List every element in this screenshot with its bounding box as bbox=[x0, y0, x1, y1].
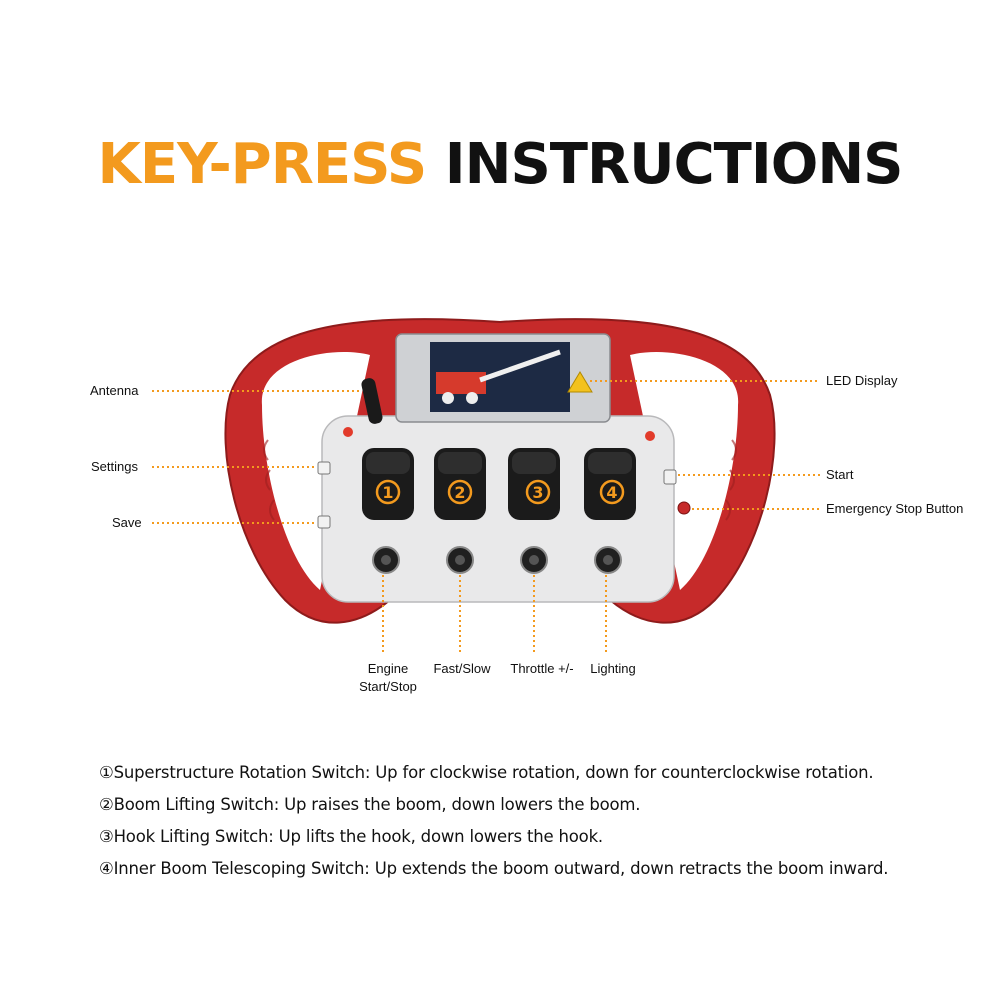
switch-2-number: 2 bbox=[454, 483, 465, 502]
led-screen-wheel-2 bbox=[466, 392, 478, 404]
switch-1[interactable] bbox=[362, 448, 414, 520]
switch-4-badge bbox=[599, 479, 625, 505]
led-display-label: LED Display bbox=[826, 373, 898, 388]
start-button[interactable] bbox=[663, 469, 677, 485]
description-1: ①Superstructure Rotation Switch: Up for … bbox=[99, 763, 874, 782]
start-label: Start bbox=[826, 467, 854, 482]
engine-start-stop-label: Engine Start/Stop bbox=[348, 660, 428, 696]
left-grip-opening bbox=[261, 352, 370, 590]
lighting-label: Lighting bbox=[590, 661, 636, 676]
save-label: Save bbox=[112, 515, 142, 530]
emergency-stop-button[interactable] bbox=[677, 501, 691, 515]
settings-label: Settings bbox=[91, 459, 138, 474]
led-screen-wheel-1 bbox=[442, 392, 454, 404]
description-3: ③Hook Lifting Switch: Up lifts the hook,… bbox=[99, 827, 603, 846]
lighting-knob[interactable] bbox=[594, 546, 622, 574]
throttle-label: Throttle +/- bbox=[510, 661, 574, 676]
switch-3-number: 3 bbox=[532, 483, 543, 502]
description-2: ②Boom Lifting Switch: Up raises the boom… bbox=[99, 795, 641, 814]
led-screen-boom bbox=[479, 349, 561, 383]
antenna bbox=[361, 378, 383, 424]
settings-button[interactable] bbox=[317, 461, 331, 475]
title-main: INSTRUCTIONS bbox=[444, 132, 904, 197]
engine-label-line2: Start/Stop bbox=[359, 679, 417, 694]
grip-ridges bbox=[263, 439, 737, 521]
switch-1-number: 1 bbox=[382, 483, 393, 502]
right-grip-opening bbox=[630, 352, 739, 590]
title-accent: KEY-PRESS bbox=[97, 132, 427, 197]
led-screen-truck bbox=[436, 372, 486, 394]
page-title: KEY-PRESS INSTRUCTIONS bbox=[0, 132, 1000, 197]
fast-slow-knob[interactable] bbox=[446, 546, 474, 574]
engine-knob[interactable] bbox=[372, 546, 400, 574]
emergency-stop-label: Emergency Stop Button bbox=[826, 501, 964, 516]
save-button[interactable] bbox=[317, 515, 331, 529]
switch-4[interactable] bbox=[584, 448, 636, 520]
fast-slow-label: Fast/Slow bbox=[433, 661, 491, 676]
switch-2-badge bbox=[447, 479, 473, 505]
switch-3[interactable] bbox=[508, 448, 560, 520]
switch-2[interactable] bbox=[434, 448, 486, 520]
run-indicator-light bbox=[343, 427, 353, 437]
switch-3-badge bbox=[525, 479, 551, 505]
description-4: ④Inner Boom Telescoping Switch: Up exten… bbox=[99, 859, 889, 878]
error-indicator-light bbox=[645, 431, 655, 441]
engine-label-line1: Engine bbox=[367, 661, 409, 676]
antenna-label: Antenna bbox=[90, 383, 139, 398]
switch-1-badge bbox=[375, 479, 401, 505]
switch-4-number: 4 bbox=[606, 483, 617, 502]
warning-icon bbox=[567, 371, 593, 393]
throttle-knob[interactable] bbox=[520, 546, 548, 574]
switch-descriptions: ①Superstructure Rotation Switch: Up for … bbox=[99, 760, 989, 888]
